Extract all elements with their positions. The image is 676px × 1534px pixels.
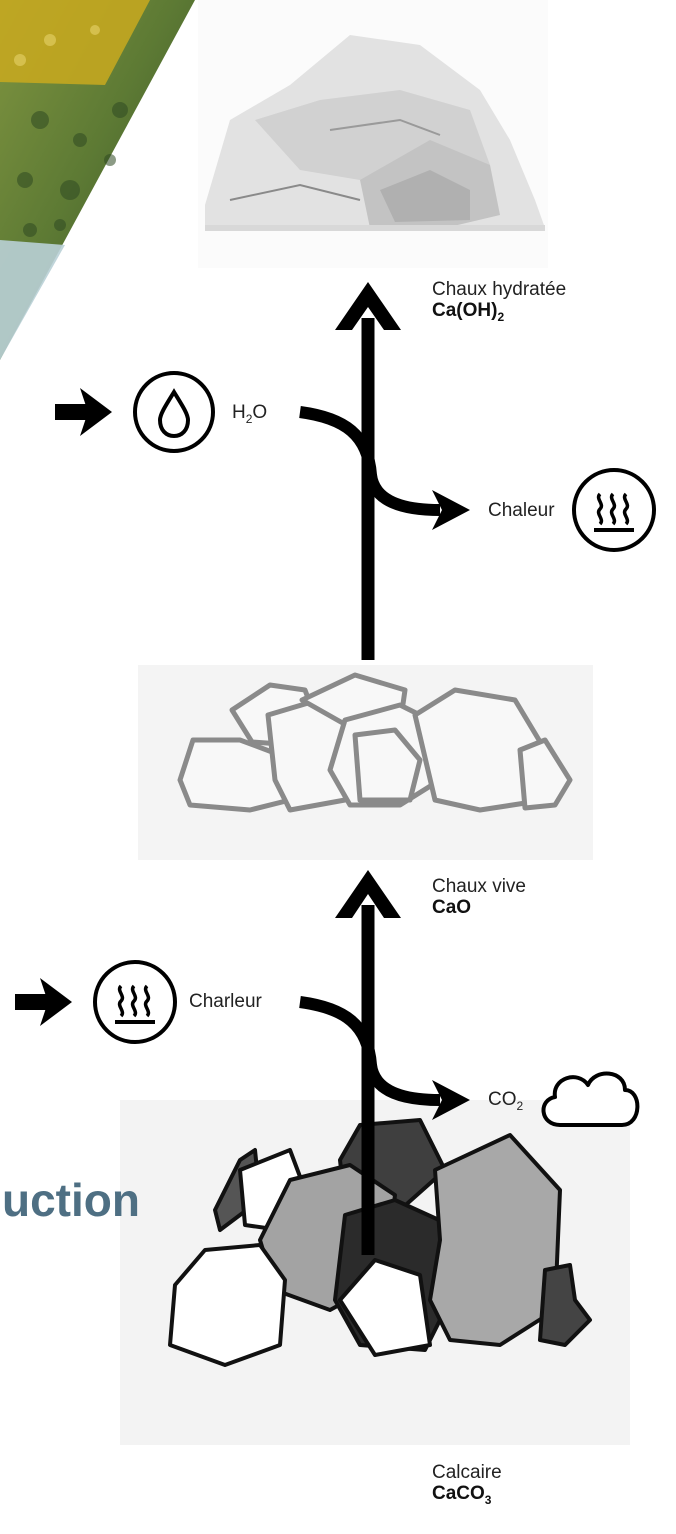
limestone-name: Calcaire <box>432 1462 502 1483</box>
hydrated-lime-formula-main: Ca(OH) <box>432 300 498 321</box>
hydrated-lime-formula: Ca(OH)2 <box>432 300 504 324</box>
lower-arrowhead <box>335 870 401 918</box>
limestone-formula-sub: 3 <box>484 1492 492 1507</box>
co2-label-sub: 2 <box>516 1098 524 1113</box>
hydrated-lime-formula-sub: 2 <box>497 309 505 324</box>
water-label: H2O <box>232 402 267 426</box>
cloud-icon <box>541 1071 640 1127</box>
heat-out-icon <box>572 468 656 552</box>
co2-out-arrowhead <box>432 1080 470 1120</box>
water-label-main: H <box>232 402 246 423</box>
quicklime-name: Chaux vive <box>432 876 526 897</box>
heat-out-label: Chaleur <box>488 500 555 521</box>
water-label-sub: 2 <box>245 411 253 426</box>
quicklime-formula: CaO <box>432 897 472 918</box>
heat-input-arrow <box>15 978 72 1026</box>
heat-in-label: Charleur <box>189 991 262 1012</box>
water-input-arrow <box>55 388 112 436</box>
limestone-formula-main: CaCO <box>432 1483 485 1504</box>
lower-curved-flow <box>299 996 441 1106</box>
heat-out-arrowhead <box>432 490 470 530</box>
limestone-formula: CaCO3 <box>432 1483 491 1507</box>
hydrated-lime-name: Chaux hydratée <box>432 279 567 300</box>
water-label-tail: O <box>252 402 268 423</box>
water-drop-icon <box>133 371 215 453</box>
co2-label: CO2 <box>488 1089 523 1113</box>
section-heading: uction <box>2 1174 140 1226</box>
upper-curved-flow <box>299 406 441 516</box>
co2-label-main: CO <box>488 1089 517 1110</box>
heat-in-icon <box>93 960 177 1044</box>
upper-arrowhead <box>335 282 401 330</box>
